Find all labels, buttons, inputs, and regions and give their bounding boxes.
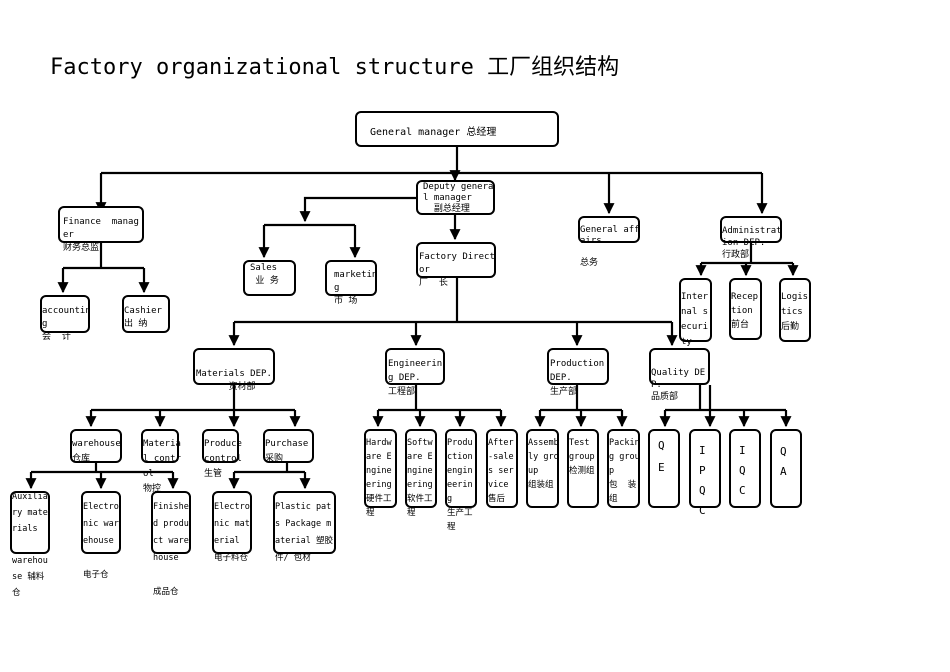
software-eng-box <box>405 429 437 508</box>
factory-director-box <box>416 242 496 278</box>
connector <box>299 196 416 223</box>
sales-box <box>243 260 296 296</box>
cashier-label: Cashier 出 纳 <box>124 306 162 329</box>
produce-control-box <box>202 429 239 463</box>
produce-control-label: Produce control 生管 <box>204 439 242 479</box>
cashier-box <box>122 295 170 333</box>
qe-label: Q E <box>658 439 665 474</box>
administration-box <box>720 216 782 243</box>
ipqc-box <box>689 429 721 508</box>
general-affairs-label: General affairs 总务 <box>580 225 640 268</box>
material-control-box <box>141 429 179 463</box>
finished-warehouse-label: Finished product warehouse 成品仓 <box>153 502 189 597</box>
hardware-eng-label: Hardware Engineering 硬件工程 <box>366 438 392 518</box>
accounting-box <box>40 295 90 333</box>
ipqc-label: I P Q C <box>699 444 706 517</box>
materials-dep-box <box>193 348 275 385</box>
production-eng-label: Production engineering 生产工程 <box>447 438 473 532</box>
plastic-pats-box <box>273 491 336 554</box>
sales-label: Sales 业 务 <box>250 263 279 286</box>
electronic-warehouse-label: Electronic warehouse 电子仓 <box>83 502 119 580</box>
factory-director-label: Factory Director 厂 长 <box>419 252 495 288</box>
logistics-box <box>779 278 811 342</box>
accounting-label: accounting 会 计 <box>42 306 91 342</box>
qa-label: Q A <box>780 445 787 478</box>
assembly-group-box <box>526 429 559 508</box>
materials-dep-label: Materials DEP. 资材部 <box>196 369 272 392</box>
finished-warehouse-box <box>151 491 191 554</box>
deputy-gm-label: Deputy general manager 副总经理 <box>423 182 494 214</box>
quality-dep-label: Quality DEP. 品质部 <box>651 368 706 402</box>
administration-label: Administration DEP. 行政部 <box>722 226 782 260</box>
marketing-label: marketing 市 场 <box>334 270 378 306</box>
electronic-material-box <box>212 491 252 554</box>
electronic-warehouse-box <box>81 491 121 554</box>
internal-security-box <box>679 278 712 342</box>
logistics-label: Logistics 后勤 <box>781 292 809 332</box>
after-sales-box <box>486 429 518 508</box>
iqc-box <box>729 429 761 508</box>
software-eng-label: Software Engineering 软件工程 <box>407 438 433 518</box>
finance-manager-box <box>58 206 144 243</box>
after-sales-label: After-sales service 售后 <box>488 438 514 504</box>
engineering-dep-label: Engineering DEP. 工程部 <box>388 359 443 397</box>
purchase-label: Purchase 采购 <box>265 439 309 464</box>
production-dep-box <box>547 348 609 385</box>
warehouse-box <box>70 429 122 463</box>
production-eng-box <box>445 429 477 508</box>
qa-box <box>770 429 802 508</box>
quality-dep-box <box>649 348 710 385</box>
auxiliary-warehouse-label: Auxiliary materials warehouse 辅料仓 <box>12 492 48 598</box>
material-control-label: Material control 物控 <box>143 439 181 494</box>
deputy-gm-box <box>416 180 495 215</box>
general-manager-label: General manager 总经理 <box>370 127 497 138</box>
hardware-eng-box <box>364 429 397 508</box>
assembly-group-label: Assembly group 组装组 <box>528 438 559 490</box>
iqc-label: I Q C <box>739 444 746 497</box>
purchase-box <box>263 429 314 463</box>
marketing-box <box>325 260 377 296</box>
general-manager-box <box>355 111 559 147</box>
packing-group-label: Packing group 包 装组 <box>609 438 640 504</box>
auxiliary-warehouse-box <box>10 491 50 554</box>
page-title: Factory organizational structure 工厂组织结构 <box>50 55 620 80</box>
warehouse-label: warehouse 仓库 <box>72 439 121 464</box>
production-dep-label: Production DEP. 生产部 <box>550 359 605 397</box>
plastic-pats-label: Plastic pats Package material 塑胶件/ 包材 <box>275 502 333 563</box>
finance-manager-label: Finance manager 财务总监 <box>63 217 139 253</box>
reception-box <box>729 278 762 340</box>
general-affairs-box <box>578 216 640 243</box>
packing-group-box <box>607 429 640 508</box>
qe-box <box>648 429 680 508</box>
test-group-box <box>567 429 599 508</box>
electronic-material-label: Electronic material 电子料仓 <box>214 502 250 563</box>
reception-label: Reception 前台 <box>731 292 759 330</box>
test-group-label: Test group 检测组 <box>569 438 595 476</box>
engineering-dep-box <box>385 348 445 385</box>
